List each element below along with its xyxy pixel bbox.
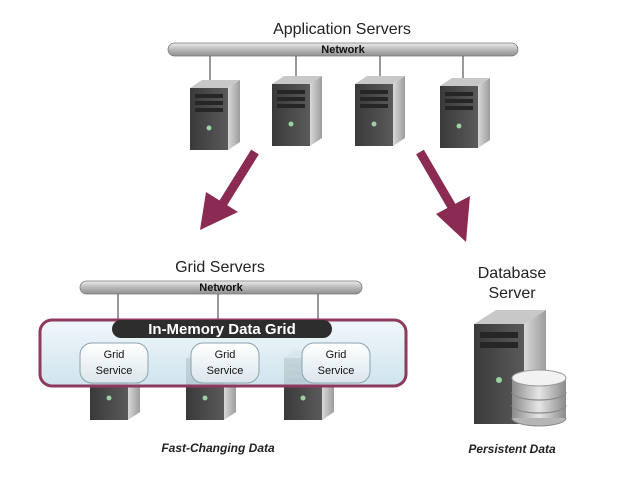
data-grid-label: In-Memory Data Grid (148, 321, 296, 338)
app-network-drops (209, 56, 464, 86)
app-network-label: Network (321, 44, 365, 56)
grid-service-label-bottom: Service (96, 365, 133, 377)
fast-changing-data-caption: Fast-Changing Data (161, 441, 275, 455)
grid-servers-title: Grid Servers (175, 259, 265, 276)
grid-service-label-top: Grid (104, 349, 125, 361)
app-network-bar: Network (167, 42, 519, 57)
persistent-data-caption: Persistent Data (468, 442, 556, 456)
arrow-down-icon (200, 149, 259, 230)
grid-service-2: Grid Service (190, 342, 260, 384)
server-icon (272, 76, 322, 146)
server-icon (440, 78, 490, 148)
grid-service-1: Grid Service (79, 342, 149, 384)
grid-network-bar: Network (79, 280, 363, 295)
grid-service-label-bottom: Service (207, 365, 244, 377)
database-icon (511, 369, 567, 427)
grid-service-label-bottom: Service (318, 365, 355, 377)
server-icon (355, 76, 405, 146)
grid-service-label-top: Grid (326, 349, 347, 361)
grid-service-3: Grid Service (301, 342, 371, 384)
grid-network-drops (117, 294, 319, 322)
app-servers-title: Application Servers (273, 21, 411, 38)
database-server-title-line2: Server (488, 285, 536, 302)
grid-network-label: Network (199, 282, 243, 294)
arrow-down-icon (416, 149, 470, 242)
grid-service-label-top: Grid (215, 349, 236, 361)
server-icon (190, 80, 240, 150)
database-server-title-line1: Database (478, 265, 547, 282)
